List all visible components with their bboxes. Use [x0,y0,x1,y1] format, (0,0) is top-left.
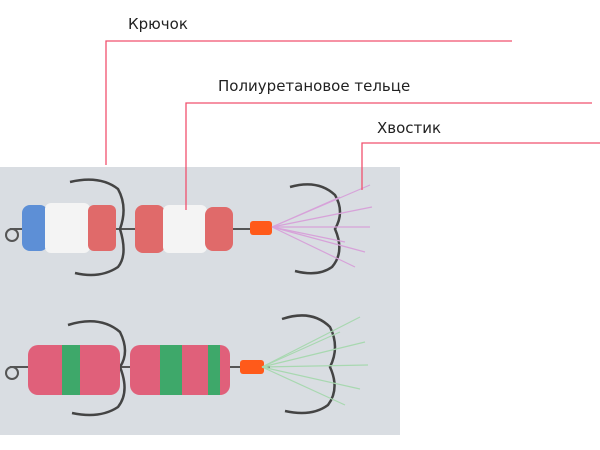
lure-illustration [5,178,373,417]
lure-top [5,178,373,277]
lure-bottom [5,314,369,417]
tail [271,184,373,268]
wire-loop-icon [5,228,19,242]
hook-icon [69,178,125,277]
foam-body [22,203,233,253]
tail-leader-line [361,142,600,190]
hook-icon [289,183,342,275]
wire-loop-icon [5,366,19,380]
tail [261,316,369,406]
hook-icon [281,314,337,415]
bead [240,360,264,374]
body-leader-line [185,102,592,210]
hook-leader-line [105,40,512,165]
lure-photo [0,167,400,435]
foam-body [28,345,230,395]
bead [250,221,272,235]
body-label: Полиуретановое тельце [218,77,411,95]
hook-label: Крючок [128,15,188,33]
tail-label: Хвостик [377,119,442,137]
